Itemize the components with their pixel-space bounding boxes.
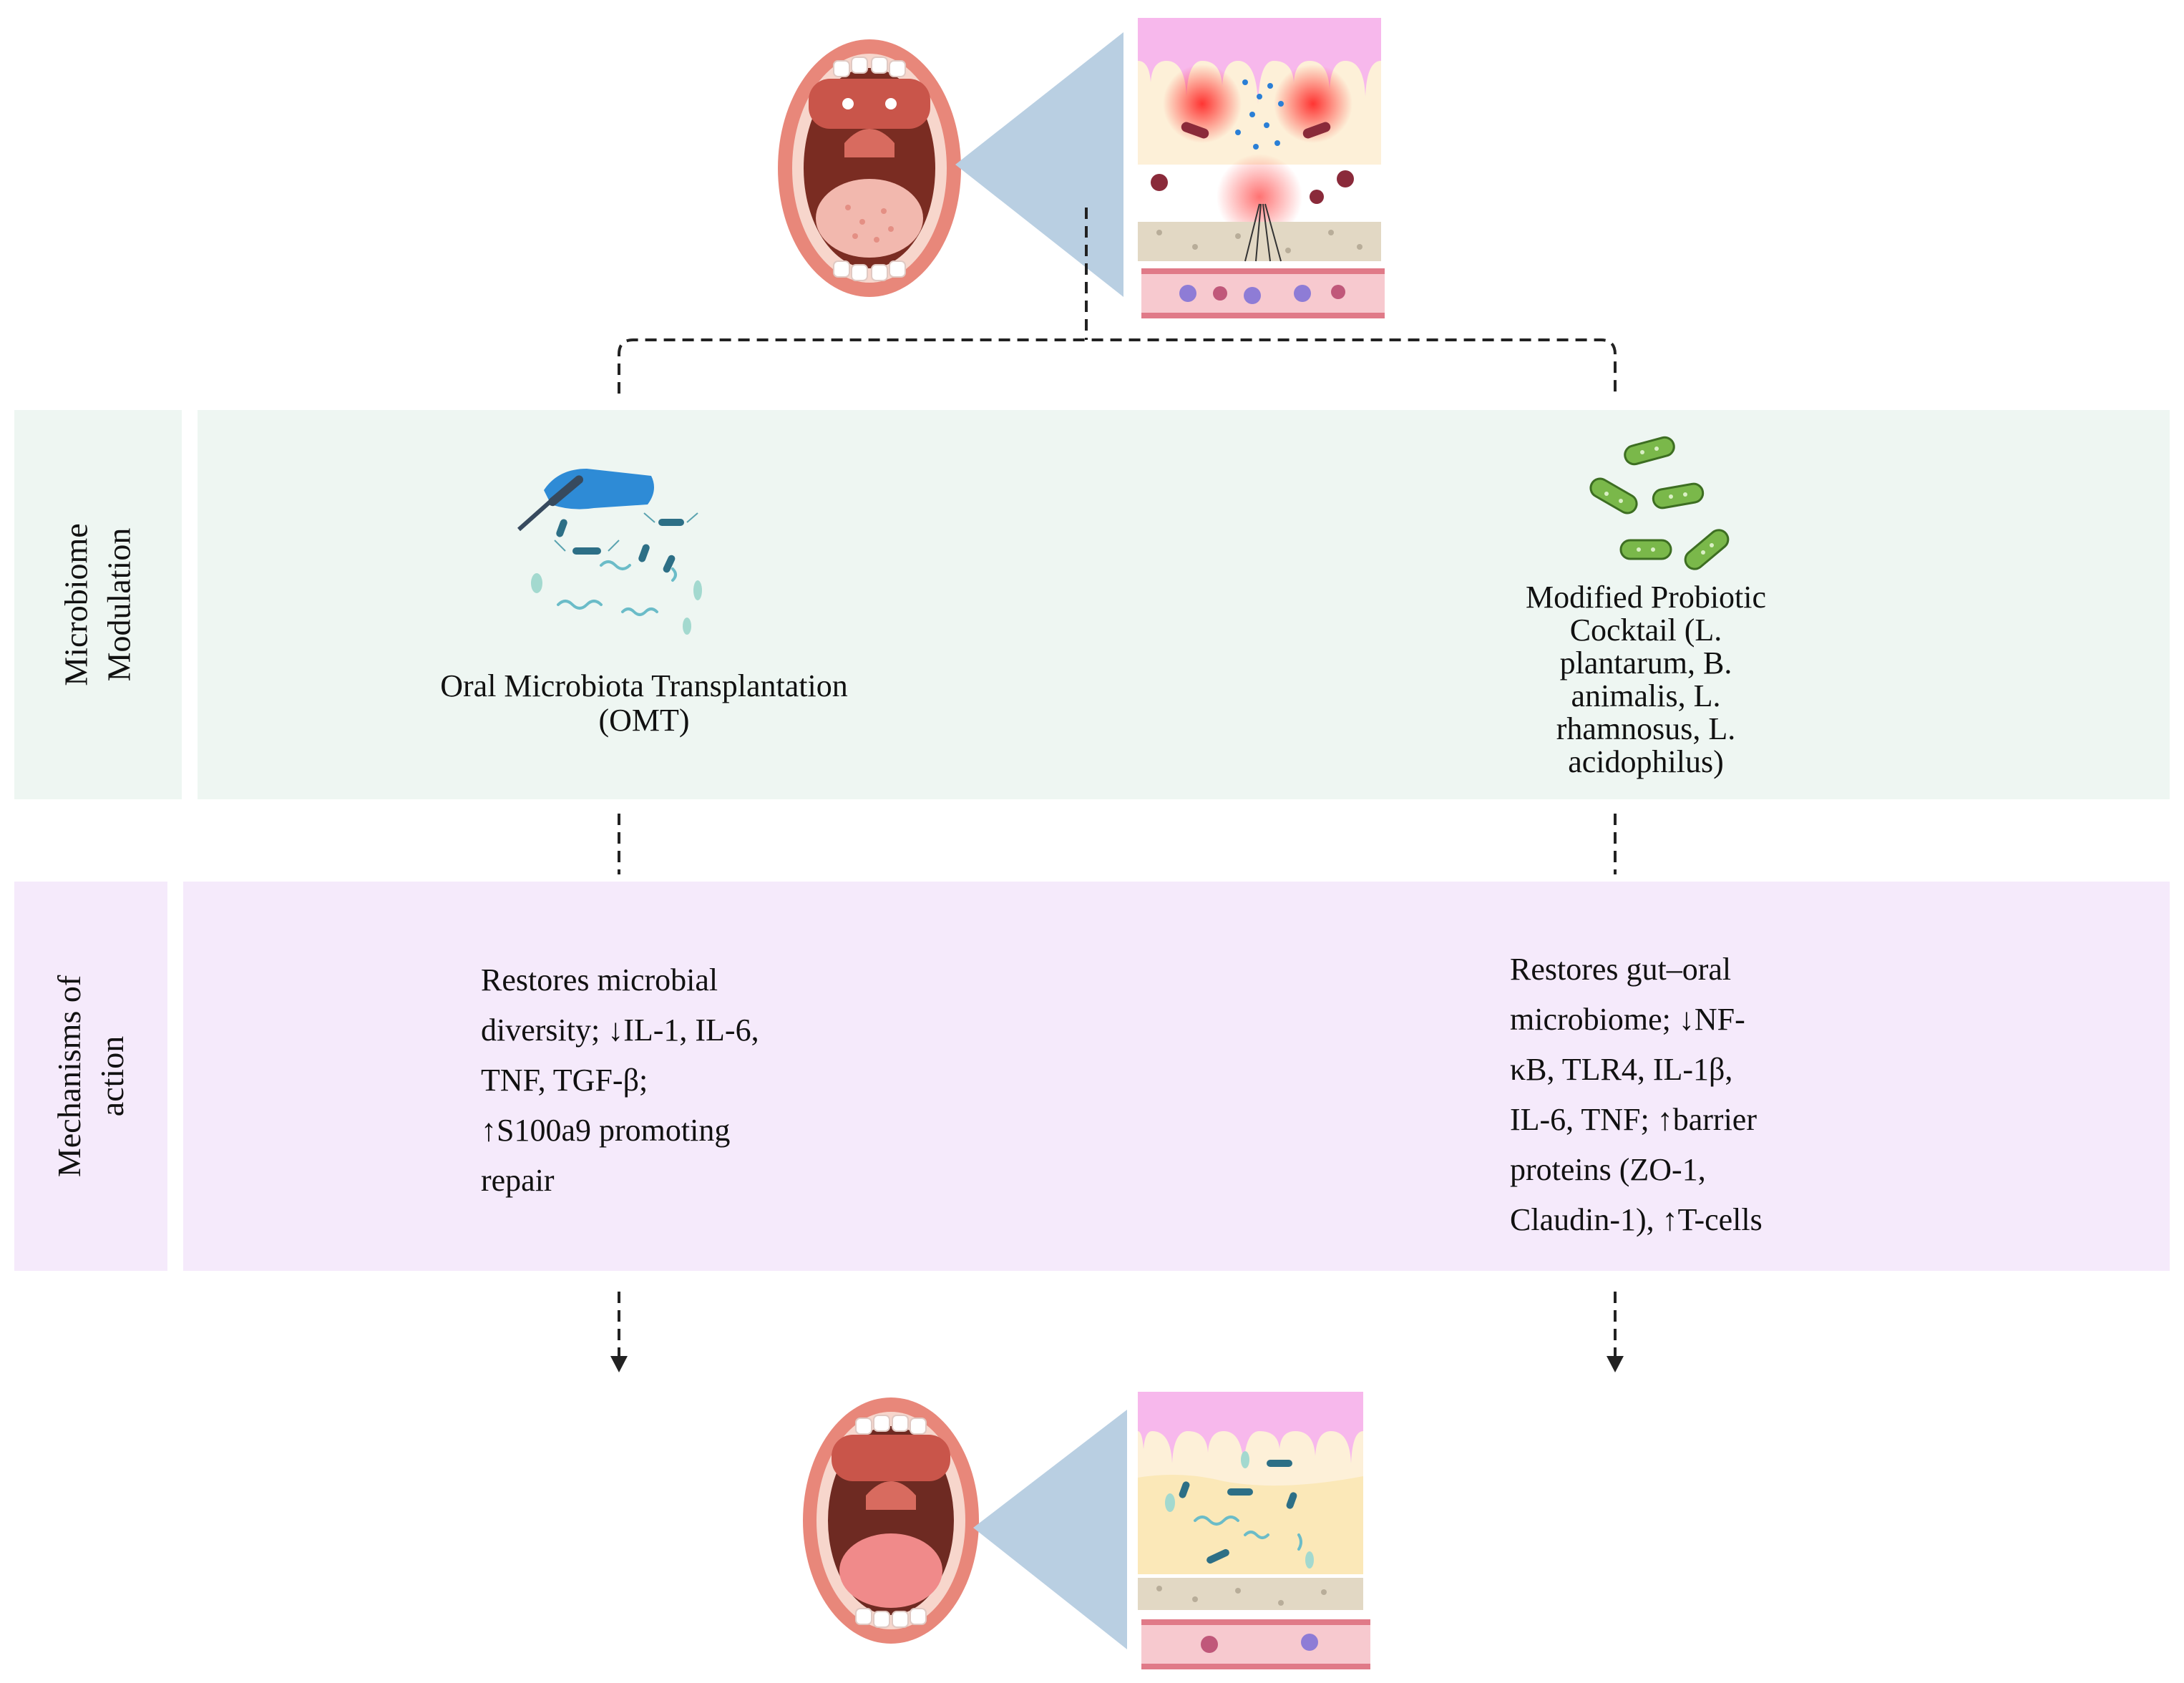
mechanisms-label-line2: action: [94, 1035, 130, 1117]
scalpel-hand-microbes-icon: [517, 469, 702, 635]
modulation-label-line2: Modulation: [101, 527, 137, 682]
omt-mechanism-line: Restores microbial: [481, 962, 718, 997]
probiotic-title-line: rhamnosus, L.: [1556, 711, 1736, 746]
modulation-label-line1: Microbiome: [58, 523, 94, 686]
omt-title-line2: (OMT): [598, 703, 690, 738]
omt-mechanism-line: repair: [481, 1163, 555, 1198]
probiotic-mechanism-line: Claudin-1), ↑T-cells: [1510, 1202, 1763, 1237]
omt-mechanism-line: ↑S100a9 promoting: [481, 1113, 731, 1148]
probiotic-title-line: Cocktail (L.: [1569, 613, 1722, 648]
arrowhead-right-icon: [1607, 1356, 1624, 1372]
probiotic-mechanism-line: microbiome; ↓NF-: [1510, 1002, 1745, 1037]
omt-mechanisms-text: Restores microbial diversity; ↓IL-1, IL-…: [481, 955, 910, 1206]
healthy-mouth-icon: [803, 1397, 979, 1644]
probiotic-title-line: Modified Probiotic: [1525, 580, 1767, 615]
mechanisms-label-band: [14, 882, 167, 1271]
inflamed-mouth-icon: [778, 39, 961, 297]
connector-middle: [618, 814, 1617, 874]
omt-title: Oral Microbiota Transplantation (OMT): [358, 669, 930, 738]
connector-arrows-bottom: [610, 1292, 1624, 1372]
connector-bracket-top: [618, 208, 1617, 394]
probiotic-mechanism-line: κB, TLR4, IL-1β,: [1510, 1052, 1733, 1087]
probiotic-bacteria-icon: [1589, 436, 1730, 570]
omt-mechanism-line: diversity; ↓IL-1, IL-6,: [481, 1013, 759, 1048]
zoom-triangle-top: [955, 32, 1123, 297]
probiotic-title-line: plantarum, B.: [1559, 645, 1732, 680]
omt-mechanism-line: TNF, TGF-β;: [481, 1063, 648, 1098]
probiotic-mechanism-line: Restores gut–oral: [1510, 952, 1732, 987]
probiotic-mechanisms-text: Restores gut–oral microbiome; ↓NF- κB, T…: [1510, 945, 1954, 1245]
probiotic-title: Modified Probiotic Cocktail (L. plantaru…: [1453, 581, 1839, 779]
probiotic-title-line: animalis, L.: [1571, 678, 1721, 713]
omt-title-line1: Oral Microbiota Transplantation: [440, 668, 848, 703]
probiotic-title-line: acidophilus): [1568, 744, 1724, 779]
inflamed-mucosa-icon: [1138, 18, 1385, 318]
modulation-content-band: [198, 410, 2170, 799]
probiotic-mechanism-line: proteins (ZO-1,: [1510, 1152, 1706, 1187]
mechanisms-label-line1: Mechanisms of: [51, 975, 87, 1178]
modulation-row-label: Microbiome Modulation: [14, 410, 182, 799]
arrowhead-left-icon: [610, 1356, 628, 1372]
mechanisms-content-band: [183, 882, 2170, 1271]
zoom-triangle-bottom: [973, 1410, 1127, 1649]
mechanisms-row-label: Mechanisms of action: [14, 882, 167, 1271]
healthy-mucosa-icon: [1138, 1392, 1370, 1669]
probiotic-mechanism-line: IL-6, TNF; ↑barrier: [1510, 1102, 1757, 1137]
modulation-label-band: [14, 410, 182, 799]
